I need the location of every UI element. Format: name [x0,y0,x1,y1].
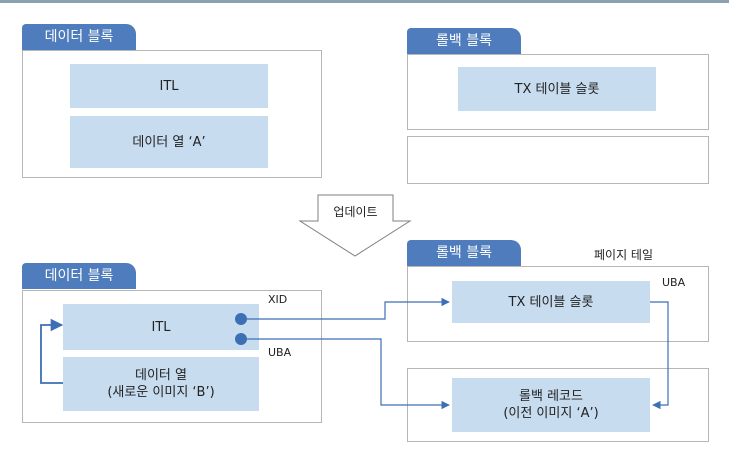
itl-field-before: ITL [70,64,268,108]
data-block-tab-after: 데이터 블록 [22,263,136,289]
top-divider [0,0,729,3]
rollback-block-before-bottom [407,136,709,184]
itl-field-after: ITL [63,304,259,350]
xid-label: XID [268,293,288,306]
update-label: 업데이트 [333,205,378,219]
tx-table-slot-after: TX 테이블 슬롯 [452,281,650,323]
uba-label-rollback-block: UBA [662,276,686,289]
uba-label-data-block: UBA [268,346,292,359]
rollback-record: 롤백 레코드 (이전 이미지 ‘A’) [452,378,650,432]
rollback-block-tab-before: 롤백 블록 [407,28,521,54]
tx-table-slot-before: TX 테이블 슬롯 [458,67,656,111]
data-block-tab-before: 데이터 블록 [22,24,136,50]
rollback-block-tab-after: 롤백 블록 [407,240,521,266]
page-tail-label: 페이지 테일 [594,248,654,262]
data-column-a-before: 데이터 열 ‘A’ [70,116,268,168]
data-column-b-after: 데이터 열 (새로운 이미지 ‘B’) [63,357,259,411]
